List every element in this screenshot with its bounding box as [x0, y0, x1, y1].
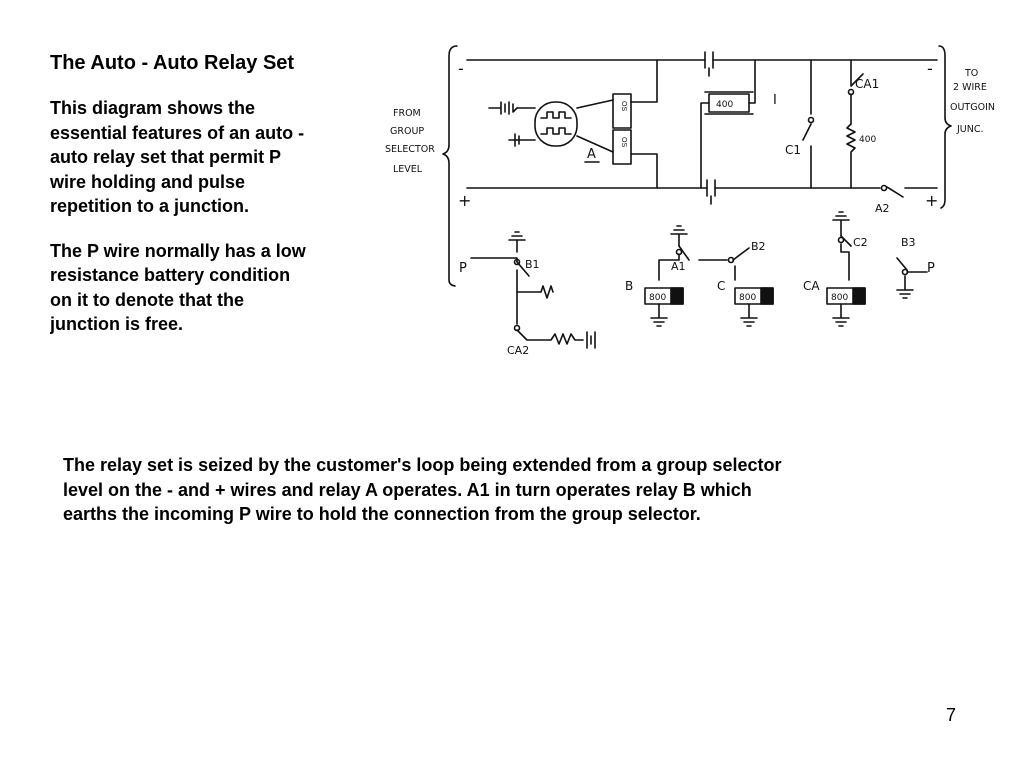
a1-contact	[658, 245, 690, 281]
left-brace	[442, 45, 458, 287]
plus-wire-label-left: +	[458, 191, 471, 210]
relay-ca-core	[852, 287, 866, 305]
c2-contact-point	[837, 236, 845, 244]
relay-c-earth	[740, 303, 758, 327]
pulse-waveform-bottom	[540, 127, 572, 135]
c1-contact-point	[807, 116, 815, 124]
selector-label: SELECTOR	[385, 144, 435, 155]
b1-label: B1	[525, 258, 540, 271]
resistor-400	[846, 123, 856, 189]
slide-title: The Auto - Auto Relay Set	[50, 52, 295, 74]
group-label: GROUP	[390, 126, 424, 137]
left-text-column: The Auto - Auto Relay Set This diagram s…	[50, 50, 368, 357]
intro-paragraph: This diagram shows the essential feature…	[50, 96, 368, 219]
c1-label: C1	[785, 143, 801, 157]
relay-i-leads	[700, 59, 756, 189]
description-line: The relay set is seized by the customer'…	[63, 455, 782, 475]
relay-i-armature	[704, 91, 754, 115]
p-wire-paragraph: The P wire normally has a low resistance…	[50, 239, 368, 337]
p-out-label: P	[927, 261, 935, 276]
b3-contact-point	[901, 268, 909, 276]
relay-i-value: 400	[716, 100, 733, 110]
p-in-label: P	[459, 261, 467, 276]
intro-line: This diagram shows the	[50, 98, 256, 118]
intro-line: repetition to a junction.	[50, 196, 249, 216]
minus-wire-label-left: -	[458, 59, 464, 78]
a1-earth	[670, 225, 688, 247]
relay-ca-value: 800	[831, 293, 848, 303]
b2-contact	[698, 247, 750, 281]
to-label: TO	[964, 68, 978, 79]
b1-earth	[508, 231, 526, 253]
right-brace	[938, 45, 952, 209]
relay-b-value: 800	[649, 293, 666, 303]
a2-contact-arm	[886, 186, 938, 198]
plus-wire-label-right: +	[925, 191, 938, 210]
b2-label: B2	[751, 240, 766, 253]
intro-line: essential features of an auto -	[50, 122, 305, 143]
relay-c-label: C	[717, 279, 725, 293]
battery-lower	[508, 133, 520, 147]
a1-label: A1	[671, 260, 686, 273]
relay-c-value: 800	[739, 293, 756, 303]
ca2-path	[516, 291, 596, 349]
ca1-contact	[850, 59, 864, 125]
pulse-element	[534, 101, 578, 147]
two-wire-label: 2 WIRE	[953, 82, 987, 93]
ca1-label: CA1	[855, 77, 879, 91]
p-wire-line: resistance battery condition	[50, 265, 291, 285]
level-label: LEVEL	[393, 164, 423, 175]
intro-line: wire holding and pulse	[50, 171, 246, 192]
a2-label: A2	[875, 202, 890, 215]
relay-a-coil-label-top: OS	[620, 101, 627, 111]
b2-contact-point	[727, 256, 735, 264]
ca1-contact-point	[847, 88, 855, 96]
b3-label: B3	[901, 236, 916, 249]
relay-a-coil-label-bottom: OS	[620, 137, 627, 147]
junc-label: JUNC.	[956, 124, 984, 135]
resistor-value: 400	[859, 135, 876, 145]
p-wire-line: junction is free.	[50, 314, 184, 334]
pulse-element-leads	[516, 99, 614, 153]
relay-ca-label: CA	[803, 279, 820, 293]
relay-a-coil-bottom	[612, 129, 632, 165]
description-line: earths the incoming P wire to hold the c…	[63, 504, 701, 524]
bottom-capacitor	[706, 179, 716, 205]
relay-a-coil-top	[612, 93, 632, 129]
b3-earth	[896, 275, 914, 299]
relay-circuit-diagram: FROM GROUP SELECTOR LEVEL TO 2 WIRE OUTG…	[385, 45, 995, 357]
relay-b-label: B	[625, 279, 633, 293]
from-label: FROM	[393, 108, 421, 119]
a2-contact-point	[880, 184, 888, 192]
a1-contact-point	[675, 248, 683, 256]
page-number: 7	[946, 705, 957, 725]
outgoing-label: OUTGOING	[950, 102, 995, 113]
relay-a-minus-lead	[630, 59, 658, 103]
relay-ca-earth	[832, 303, 850, 327]
ca2-label: CA2	[507, 344, 529, 357]
pulse-waveform-top	[540, 111, 572, 119]
p-wire-line: The P wire normally has a low	[50, 240, 306, 261]
intro-line: auto relay set that permit P	[50, 147, 282, 167]
ca2-contact-point	[513, 324, 521, 332]
c2-label: C2	[853, 236, 868, 249]
relay-a-label: A	[587, 147, 596, 162]
b1-contact-point	[513, 258, 521, 266]
battery-upper	[488, 101, 518, 115]
b3-contact	[896, 257, 928, 273]
relay-c-core	[760, 287, 774, 305]
p-in-wire	[470, 257, 518, 263]
c2-earth	[832, 211, 850, 237]
minus-wire-label-right: -	[927, 59, 933, 78]
relay-b-earth	[650, 303, 668, 327]
description-line: level on the - and + wires and relay A o…	[63, 479, 752, 500]
description-paragraph: The relay set is seized by the customer'…	[63, 453, 993, 527]
c1-contact	[802, 59, 812, 189]
relay-b-core	[670, 287, 684, 305]
relay-i-label: I	[773, 93, 777, 108]
relay-a-plus-lead	[630, 153, 658, 189]
top-capacitor	[704, 51, 714, 77]
p-wire-line: on it to denote that the	[50, 289, 244, 310]
